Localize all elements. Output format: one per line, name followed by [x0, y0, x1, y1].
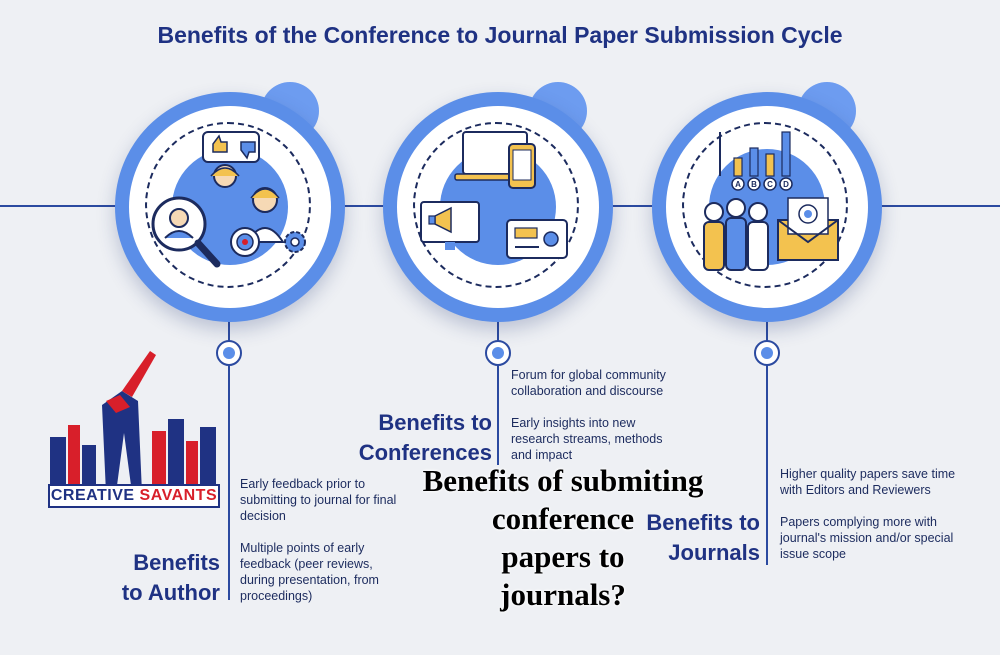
logo-word-creative: CREATIVE [50, 487, 135, 504]
chart-letter: D [783, 180, 789, 189]
journals-circle: A B C D [652, 82, 882, 322]
connector-journals [766, 300, 768, 565]
people-search-icon [151, 196, 221, 268]
benefit-point: Multiple points of early feedback (peer … [240, 541, 379, 603]
envelope-target-icon [777, 197, 839, 261]
overlay-line: journals? [500, 577, 626, 612]
megaphone-monitor-icon [420, 201, 480, 250]
heading-line: Benefits to [378, 410, 492, 435]
heading-line: Benefits [133, 550, 220, 575]
laptop-phone-icon [454, 131, 536, 189]
benefit-point: Higher quality papers save time with Edi… [780, 467, 956, 497]
person-icon [210, 164, 240, 188]
overlay-question: Benefits of submiting conference papers … [388, 462, 738, 614]
benefit-point: Early feedback prior to submitting to jo… [240, 477, 397, 523]
conferences-circle [383, 82, 613, 322]
page-title: Benefits of the Conference to Journal Pa… [157, 22, 843, 48]
bar-chart-icon: A B C D [719, 131, 793, 191]
connector-author [228, 300, 230, 600]
journals-heading: Benefits to Journals [620, 508, 760, 568]
benefit-point: Early insights into new research streams… [511, 416, 663, 462]
chart-letter: A [735, 180, 741, 189]
target-gear-icon [230, 227, 306, 257]
chart-letter: C [767, 180, 773, 189]
heading-line: Conferences [358, 440, 492, 465]
overlay-line: papers to [501, 539, 625, 574]
benefit-point: Papers complying more with journal's mis… [780, 515, 954, 561]
benefit-point: Forum for global community collaboration… [511, 368, 666, 398]
connector-conferences [497, 300, 499, 465]
group-people-icon [703, 198, 769, 271]
conferences-heading: Benefits to Conferences [330, 408, 492, 468]
author-circle [115, 82, 345, 322]
thumbs-icon [202, 131, 260, 163]
heading-line: to Author [121, 580, 220, 605]
timeline-node-journals [754, 340, 780, 366]
conferences-points: Forum for global community collaboration… [511, 367, 681, 479]
logo-wordmark: CREATIVE SAVANTS [48, 484, 220, 508]
author-heading: Benefits to Author [80, 548, 220, 608]
radio-icon [506, 219, 568, 259]
timeline-node-conferences [485, 340, 511, 366]
heading-line: Journals [668, 540, 760, 565]
journals-points: Higher quality papers save time with Edi… [780, 466, 960, 578]
chart-letter: B [751, 180, 757, 189]
logo-word-savants: SAVANTS [139, 487, 218, 504]
timeline-node-author [216, 340, 242, 366]
creative-savants-logo [50, 351, 216, 493]
overlay-line: conference [491, 501, 635, 536]
overlay-line: Benefits of submiting [422, 463, 704, 498]
author-points: Early feedback prior to submitting to jo… [240, 476, 410, 620]
person-icon [245, 187, 285, 243]
heading-line: Benefits to [646, 510, 760, 535]
